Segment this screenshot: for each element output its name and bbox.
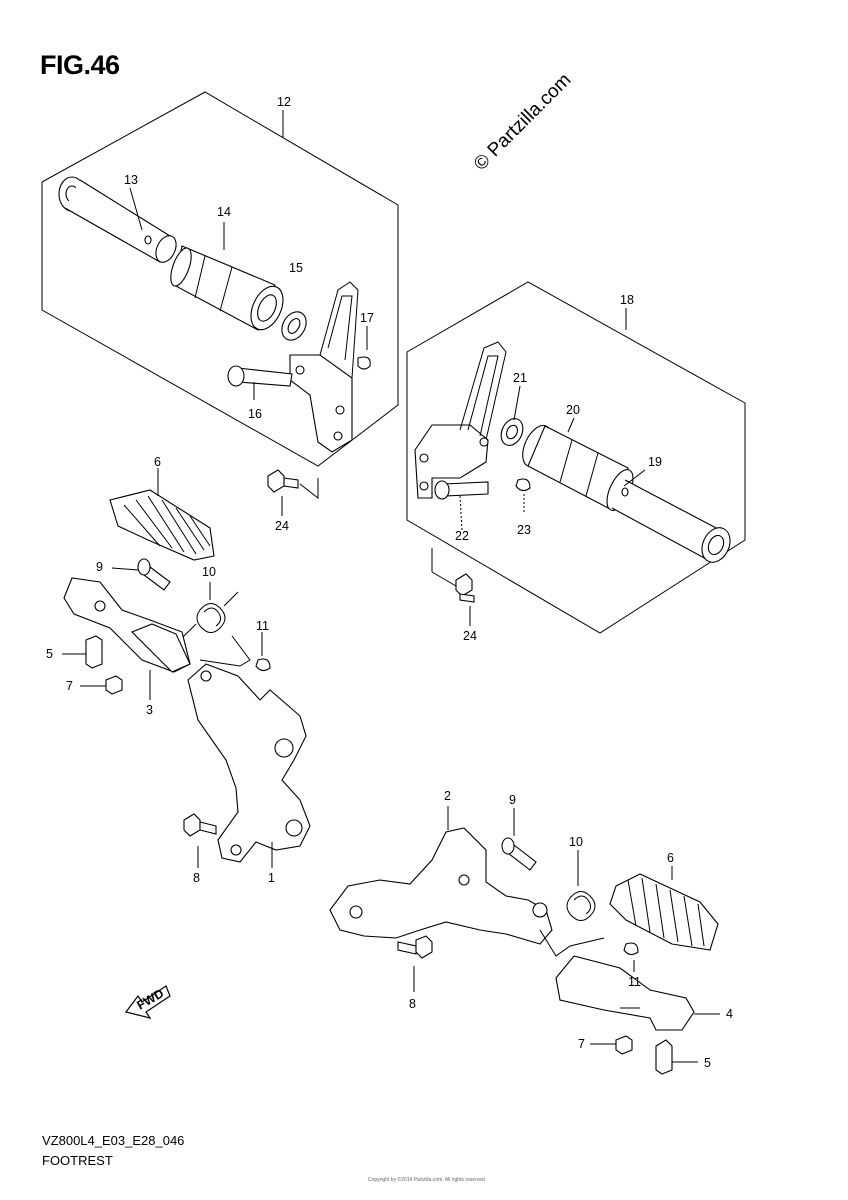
callout-10-left: 10: [202, 565, 216, 579]
callout-11-right: 11: [628, 975, 641, 989]
callout-22: 22: [455, 529, 469, 543]
figure-title: FIG.46: [40, 50, 120, 80]
callout-8-right: 8: [409, 997, 416, 1011]
callout-24-right: 24: [463, 629, 477, 643]
callout-3: 3: [146, 703, 153, 717]
callout-10-right: 10: [569, 835, 583, 849]
callout-9-left: 9: [96, 560, 103, 574]
callout-4: 4: [726, 1007, 733, 1021]
callout-15: 15: [289, 261, 303, 275]
diagram-code: VZ800L4_E03_E28_046: [42, 1133, 185, 1148]
rear-footrest-kit-left: [41, 91, 399, 467]
front-footrest-right: [329, 806, 720, 1075]
callout-12: 12: [277, 95, 291, 109]
bolt-24-left: [267, 469, 319, 516]
callout-16: 16: [248, 407, 262, 421]
callout-7-left: 7: [66, 679, 73, 693]
fwd-arrow: FWD: [124, 985, 171, 1019]
front-footrest-left: [62, 468, 311, 868]
section-name: FOOTREST: [42, 1153, 113, 1168]
callout-21: 21: [513, 371, 527, 385]
callout-14: 14: [217, 205, 231, 219]
callout-5-left: 5: [46, 647, 53, 661]
callout-24-left: 24: [275, 519, 289, 533]
callout-5-right: 5: [704, 1056, 711, 1070]
callout-6-left: 6: [154, 455, 161, 469]
callout-19: 19: [648, 455, 662, 469]
callout-23: 23: [517, 523, 531, 537]
fine-print: Copyright by ©2014 Partzilla.com. All ri…: [368, 1177, 485, 1183]
callout-1: 1: [268, 871, 275, 885]
callout-7-right: 7: [578, 1037, 585, 1051]
callout-18: 18: [620, 293, 634, 307]
callouts: 12 13 14 15 16 17 18 19 20 21 22 23 24 2…: [46, 95, 733, 1070]
callout-9-right: 9: [509, 793, 516, 807]
callout-13: 13: [124, 173, 138, 187]
callout-6-right: 6: [667, 851, 674, 865]
callout-8-left: 8: [193, 871, 200, 885]
callout-17: 17: [360, 311, 374, 325]
rear-footrest-kit-right: [406, 281, 746, 634]
callout-2: 2: [444, 789, 451, 803]
callout-20: 20: [566, 403, 580, 417]
callout-11-left: 11: [256, 619, 269, 633]
bolt-24-right: [431, 548, 475, 626]
